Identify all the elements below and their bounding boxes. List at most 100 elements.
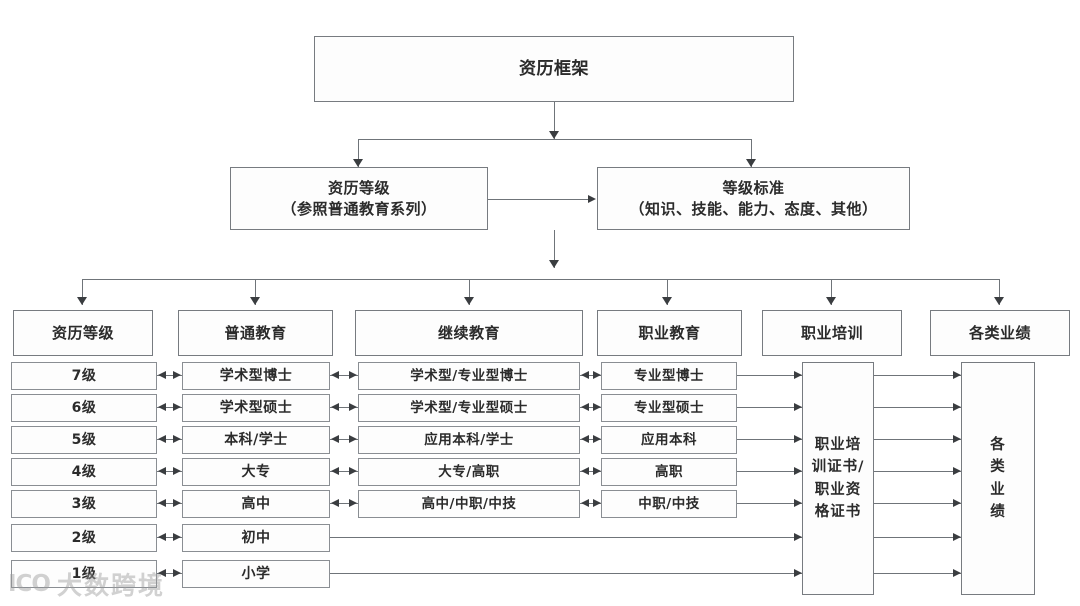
- arrowhead-lvl-gen-6-r: [173, 403, 181, 411]
- vocational-cell-5: 应用本科: [601, 426, 737, 454]
- arrowhead-drop-4: [662, 297, 672, 305]
- arrowhead-lvl-gen-1-l: [158, 569, 166, 577]
- arrowhead-cert-ach-7: [953, 371, 961, 379]
- general-cell-4: 大专: [182, 458, 330, 486]
- link-lvl-gen-3: [157, 503, 182, 504]
- link-con-voc-3: [580, 503, 601, 504]
- tall-box-achievement: 各 类 业 绩: [961, 362, 1035, 595]
- arrowhead-voc-cert-3: [794, 499, 802, 507]
- arrowhead-gen-con-6-l: [331, 403, 339, 411]
- arrowhead-lvl-gen-1-r: [173, 569, 181, 577]
- link-lvl-gen-7: [157, 375, 182, 376]
- connector-title-down: [554, 102, 555, 139]
- connector-main-bus: [82, 279, 1000, 280]
- vocational-cell-6: 专业型硕士: [601, 394, 737, 422]
- column-header-voc-edu: 职业教育: [597, 310, 742, 356]
- continuing-cell-6: 学术型/专业型硕士: [358, 394, 580, 422]
- link-cert-ach-2: [874, 537, 961, 538]
- arrowhead-lvl-gen-3-l: [158, 499, 166, 507]
- arrowhead-cert-ach-1: [953, 569, 961, 577]
- connector-tier2-bus: [358, 139, 752, 140]
- arrowhead-cert-ach-6: [953, 403, 961, 411]
- level-cell-7: 7级: [11, 362, 157, 390]
- arrowhead-lvl-gen-3-r: [173, 499, 181, 507]
- link-cert-ach-1: [874, 573, 961, 574]
- connector-drop-5: [831, 279, 832, 305]
- arrowhead-gen-con-6-r: [349, 403, 357, 411]
- link-lvl-gen-4: [157, 471, 182, 472]
- arrowhead-voc-cert-6: [794, 403, 802, 411]
- general-cell-6: 学术型硕士: [182, 394, 330, 422]
- certificate-label: 职业培 训证书/ 职业资 格证书: [811, 436, 865, 520]
- connector-drop-2: [255, 279, 256, 305]
- arrowhead-tier2-right: [746, 159, 756, 167]
- arrowhead-lvl-gen-7-r: [173, 371, 181, 379]
- column-header-qual-level: 资历等级: [13, 310, 153, 356]
- arrowhead-lvl-gen-4-l: [158, 467, 166, 475]
- vocational-cell-3: 中职/中技: [601, 490, 737, 518]
- vocational-cell-7: 专业型博士: [601, 362, 737, 390]
- arrowhead-cert-ach-2: [953, 533, 961, 541]
- arrowhead-gen-con-3-l: [331, 499, 339, 507]
- connector-drop-6: [999, 279, 1000, 305]
- arrowhead-con-voc-3-l: [581, 499, 589, 507]
- link-voc-cert-5: [737, 439, 802, 440]
- connector-tier2-link: [488, 199, 589, 200]
- general-cell-5: 本科/学士: [182, 426, 330, 454]
- level-cell-5: 5级: [11, 426, 157, 454]
- arrowhead-gen-con-7-r: [349, 371, 357, 379]
- arrowhead-lvl-gen-2-r: [173, 533, 181, 541]
- arrowhead-drop-3: [464, 297, 474, 305]
- connector-drop-4: [667, 279, 668, 305]
- column-header-general-edu: 普通教育: [178, 310, 333, 356]
- arrowhead-gen-con-5-l: [331, 435, 339, 443]
- general-cell-1: 小学: [182, 560, 330, 588]
- arrowhead-drop-5: [826, 297, 836, 305]
- tall-box-certificate: 职业培 训证书/ 职业资 格证书: [802, 362, 874, 595]
- connector-drop-3: [469, 279, 470, 305]
- link-con-voc-5: [580, 439, 601, 440]
- tier2-level-line2: （参照普通教育系列）: [281, 199, 437, 218]
- link-cert-ach-4: [874, 471, 961, 472]
- arrowhead-gen-con-3-r: [349, 499, 357, 507]
- tier2-standard-line1: 等级标准: [722, 179, 785, 198]
- link-gen-con-3: [330, 503, 358, 504]
- tier2-box-qualification-level: 资历等级 （参照普通教育系列）: [230, 167, 488, 230]
- link-con-voc-6: [580, 407, 601, 408]
- arrowhead-con-voc-4-r: [593, 467, 601, 475]
- general-cell-2: 初中: [182, 524, 330, 552]
- link-voc-cert-3: [737, 503, 802, 504]
- arrowhead-con-voc-5-l: [581, 435, 589, 443]
- continuing-cell-5: 应用本科/学士: [358, 426, 580, 454]
- arrowhead-tier2-link: [588, 195, 596, 203]
- level-cell-3: 3级: [11, 490, 157, 518]
- general-cell-3: 高中: [182, 490, 330, 518]
- vocational-cell-4: 高职: [601, 458, 737, 486]
- link-lvl-gen-6: [157, 407, 182, 408]
- link-gen-con-7: [330, 375, 358, 376]
- link-lvl-gen-2: [157, 537, 182, 538]
- tier2-box-level-standard: 等级标准 （知识、技能、能力、态度、其他）: [597, 167, 910, 230]
- arrowhead-con-voc-6-r: [593, 403, 601, 411]
- arrowhead-cert-ach-4: [953, 467, 961, 475]
- arrowhead-con-voc-3-r: [593, 499, 601, 507]
- level-cell-1: 1级: [11, 560, 157, 588]
- achievement-label: 各 类 业 绩: [990, 436, 1006, 520]
- link-cert-ach-6: [874, 407, 961, 408]
- column-header-voc-train: 职业培训: [762, 310, 902, 356]
- title-box: 资历框架: [314, 36, 794, 102]
- arrowhead-drop-1: [77, 297, 87, 305]
- continuing-cell-7: 学术型/专业型博士: [358, 362, 580, 390]
- arrowhead-lvl-gen-5-r: [173, 435, 181, 443]
- arrowhead-gen-cert-2: [794, 533, 802, 541]
- arrowhead-drop-6: [994, 297, 1004, 305]
- tier2-standard-line2: （知识、技能、能力、态度、其他）: [629, 199, 878, 218]
- arrowhead-drop-2: [250, 297, 260, 305]
- link-voc-cert-7: [737, 375, 802, 376]
- arrowhead-con-voc-5-r: [593, 435, 601, 443]
- arrowhead-gen-con-5-r: [349, 435, 357, 443]
- link-lvl-gen-5: [157, 439, 182, 440]
- arrowhead-title-down: [549, 131, 559, 139]
- arrowhead-cert-ach-5: [953, 435, 961, 443]
- arrowhead-con-voc-6-l: [581, 403, 589, 411]
